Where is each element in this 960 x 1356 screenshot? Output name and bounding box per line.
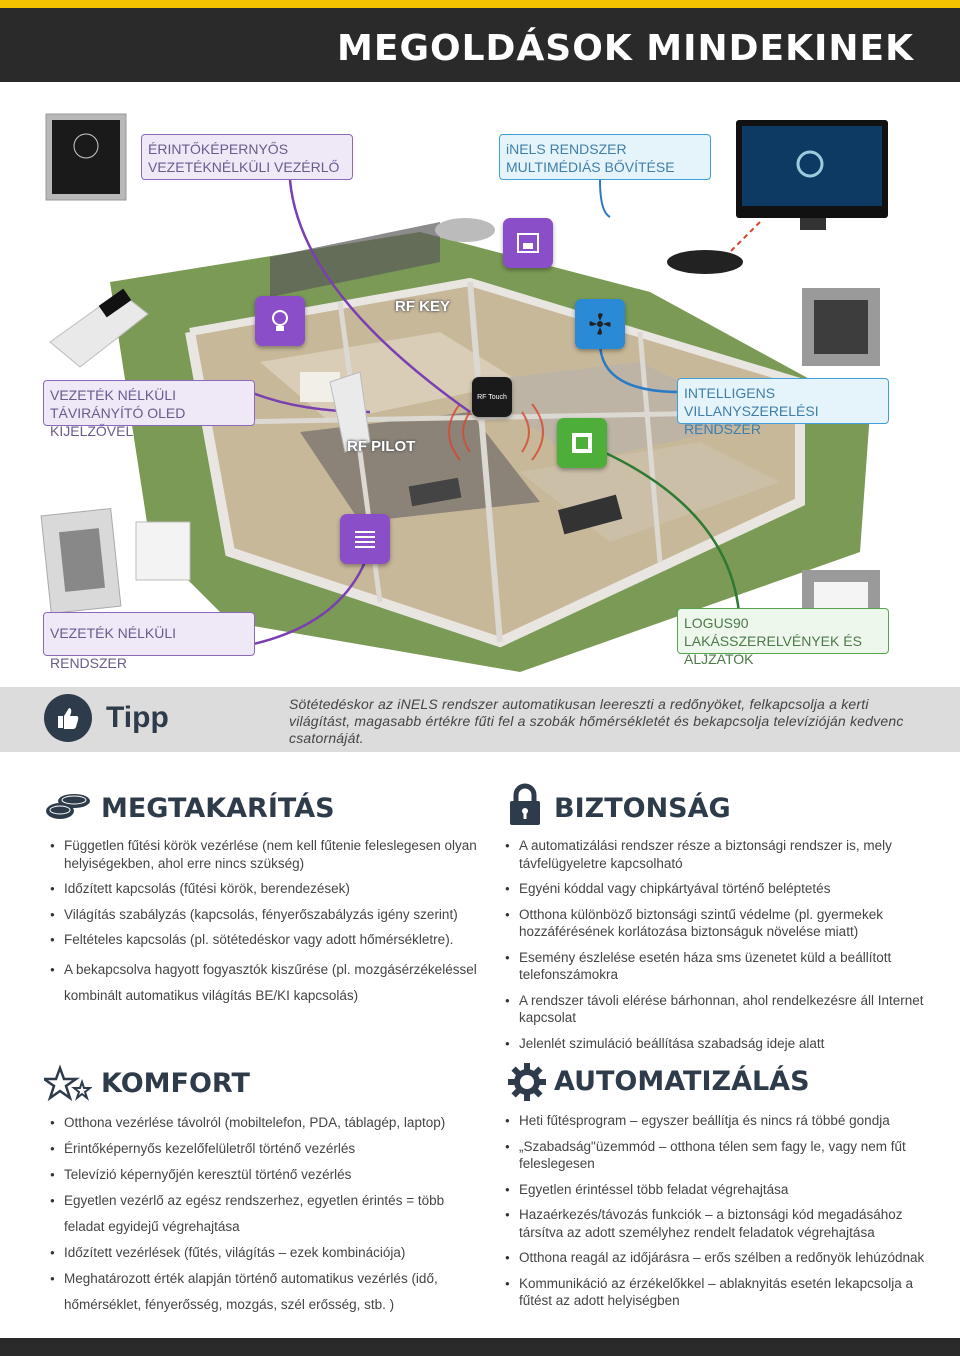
list-item: Független fűtési körök vezérlése (nem ke… xyxy=(50,837,496,872)
list-item: Otthona reagál az időjárásra – erős szél… xyxy=(505,1249,935,1267)
list-item: Egyetlen érintéssel több feladat végreha… xyxy=(505,1181,935,1199)
label-intelligent-system: INTELLIGENS VILLANYSZERELÉSI RENDSZER xyxy=(677,378,889,437)
top-accent-bar xyxy=(0,0,960,8)
lock-icon xyxy=(510,783,540,825)
label-touch-controller: ÉRINTŐKÉPERNYŐS VEZETÉKNÉLKÜLI VEZÉRLŐ xyxy=(141,134,353,180)
rf-pilot-label: RF PILOT xyxy=(347,438,416,455)
section-savings: MEGTAKARÍTÁS Független fűtési körök vezé… xyxy=(44,785,494,1025)
list-item: „Szabadság"üzemmód – otthona télen sem f… xyxy=(505,1138,935,1173)
comfort-title: KOMFORT xyxy=(101,1068,250,1099)
list-item: Esemény észlelése esetén háza sms üzenet… xyxy=(505,949,935,984)
page-header: MEGOLDÁSOK MINDEKINEK xyxy=(0,8,960,82)
section-comfort: KOMFORT Otthona vezérlése távolról (mobi… xyxy=(44,1062,494,1322)
list-item: Egyetlen vezérlő az egész rendszerhez, e… xyxy=(50,1188,450,1240)
list-item: Televízió képernyőjén keresztül történő … xyxy=(50,1162,450,1188)
stars-icon xyxy=(44,1064,92,1102)
list-item: Kommunikáció az érzékelőkkel – ablaknyit… xyxy=(505,1275,935,1310)
label-inels-multimedia: iNELS RENDSZER MULTIMÉDIÁS BŐVÍTÉSE xyxy=(499,134,711,180)
label-logus: LOGUS90 LAKÁSSZERELVÉNYEK ÉS ALJZATOK xyxy=(677,608,889,667)
list-item: Otthona különböző biztonsági szintű véde… xyxy=(505,906,935,941)
blinds-icon xyxy=(340,514,390,564)
rf-key-label: RF KEY xyxy=(395,298,451,315)
list-item: Meghatározott érték alapján történő auto… xyxy=(50,1266,450,1318)
bottom-bar xyxy=(0,1338,960,1356)
list-item: A automatizálási rendszer része a bizton… xyxy=(505,837,935,872)
savings-title: MEGTAKARÍTÁS xyxy=(101,793,335,824)
list-item: Hazaérkezés/távozás funkciók – a biztons… xyxy=(505,1206,935,1241)
list-item: Egyéni kóddal vagy chipkártyával történő… xyxy=(505,880,935,898)
garage-icon xyxy=(503,218,553,268)
thumbs-up-icon xyxy=(44,694,92,742)
list-item: Világítás szabályzás (kapcsolás, fényerő… xyxy=(50,906,496,924)
list-item: Feltételes kapcsolás (pl. sötétedéskor v… xyxy=(50,931,496,949)
list-item: A rendszer távoli elérése bárhonnan, aho… xyxy=(505,992,935,1027)
security-title: BIZTONSÁG xyxy=(554,793,731,824)
label-wireless-remote: VEZETÉK NÉLKÜLI TÁVIRÁNYÍTÓ OLED KIJELZŐ… xyxy=(43,380,255,439)
list-item: Időzített kapcsolás (fűtési körök, beren… xyxy=(50,880,496,898)
house-illustration: ÉRINTŐKÉPERNYŐS VEZETÉKNÉLKÜLI VEZÉRLŐ i… xyxy=(0,82,960,682)
tip-bar: Tipp Sötétedéskor az iNELS rendszer auto… xyxy=(0,687,960,752)
list-item: Időzített vezérlések (fűtés, világítás –… xyxy=(50,1240,450,1266)
light-bulb-icon xyxy=(255,296,305,346)
automation-title: AUTOMATIZÁLÁS xyxy=(554,1066,810,1097)
list-item: Heti fűtésprogram – egyszer beállítja és… xyxy=(505,1112,935,1130)
switch-icon xyxy=(557,418,607,468)
tip-text: Sötétedéskor az iNELS rendszer automatik… xyxy=(289,696,904,746)
fan-icon xyxy=(575,299,625,349)
rf-touch-device: RF Touch xyxy=(472,377,512,417)
tip-label: Tipp xyxy=(106,701,169,734)
gear-icon xyxy=(508,1063,546,1101)
page-title: MEGOLDÁSOK MINDEKINEK xyxy=(337,28,914,69)
list-item: Érintőképernyős kezelőfelületről történő… xyxy=(50,1136,450,1162)
section-security: BIZTONSÁG A automatizálási rendszer rész… xyxy=(505,781,935,1061)
list-item: Jelenlét szimuláció beállítása szabadság… xyxy=(505,1035,935,1053)
list-item: Otthona vezérlése távolról (mobiltelefon… xyxy=(50,1110,450,1136)
coins-icon xyxy=(46,794,90,819)
label-wireless-system: VEZETÉK NÉLKÜLI RENDSZER xyxy=(43,612,255,671)
list-item: A bekapcsolva hagyott fogyasztók kiszűré… xyxy=(50,957,496,1009)
section-automation: AUTOMATIZÁLÁS Heti fűtésprogram – egysze… xyxy=(505,1060,935,1320)
